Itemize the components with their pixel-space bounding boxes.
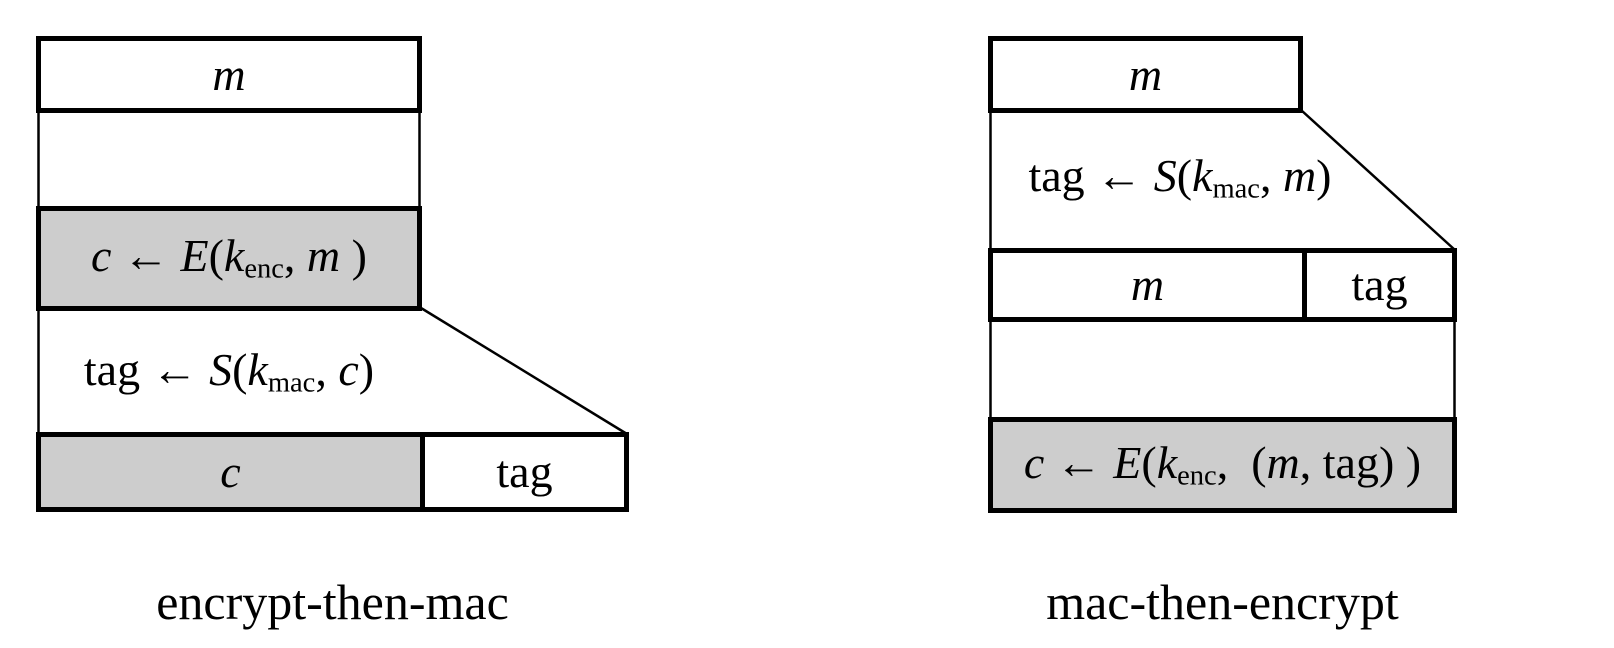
etm-message-box: m — [36, 36, 422, 113]
etm-output-c-label: c — [220, 446, 241, 497]
etm-mac-step: tag ← S(kmac, c) — [36, 330, 422, 414]
mte-concat-m-cell: m — [993, 253, 1307, 317]
etm-message-label: m — [212, 48, 246, 100]
mte-concat-tag-label: tag — [1351, 259, 1408, 310]
mte-encrypt-formula: c ← E(kenc, (m, tag) ) — [1023, 436, 1422, 491]
etm-output-tag-label: tag — [496, 446, 553, 497]
etm-encrypt-formula: c ← E(kenc, m ) — [91, 230, 367, 285]
etm-output-row: c tag — [36, 432, 629, 512]
mte-concat-m-label: m — [1130, 259, 1165, 310]
mte-message-label: m — [1128, 48, 1163, 100]
mte-concat-row: m tag — [988, 248, 1457, 322]
mte-mac-step: tag ← S(kmac, m) — [988, 140, 1372, 216]
etm-diagonal-line — [420, 306, 628, 436]
mte-caption: mac-then-encrypt — [1046, 574, 1399, 630]
etm-caption: encrypt-then-mac — [156, 574, 509, 630]
mte-diagonal-line — [1300, 109, 1456, 251]
mte-encrypt-box: c ← E(kenc, (m, tag) ) — [988, 417, 1457, 513]
etm-mac-formula: tag ← S(kmac, c) — [83, 343, 375, 398]
mte-message-box: m — [988, 36, 1303, 113]
etm-output-c-cell: c — [41, 437, 425, 507]
mte-mac-formula: tag ← S(kmac, m) — [1028, 149, 1332, 204]
etm-encrypt-box: c ← E(kenc, m ) — [36, 206, 422, 311]
mte-concat-tag-cell: tag — [1307, 253, 1452, 317]
etm-output-tag-cell: tag — [425, 437, 624, 507]
